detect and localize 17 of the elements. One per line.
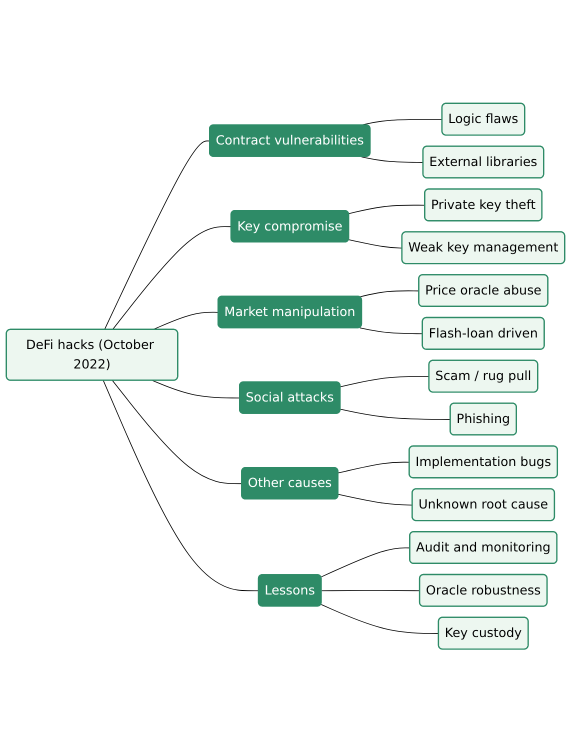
connector — [321, 590, 420, 591]
connector — [359, 327, 424, 334]
connector — [320, 604, 440, 634]
connector — [359, 290, 420, 298]
connector — [340, 408, 451, 420]
connector — [102, 380, 260, 591]
connector — [338, 462, 410, 474]
connector — [152, 380, 240, 398]
connector — [104, 140, 210, 330]
connector — [348, 204, 426, 214]
connector — [112, 380, 242, 484]
connector — [320, 547, 410, 578]
connector — [340, 376, 430, 387]
connector — [361, 156, 424, 163]
connector — [348, 239, 403, 248]
connector — [338, 494, 413, 506]
connector — [112, 226, 232, 330]
